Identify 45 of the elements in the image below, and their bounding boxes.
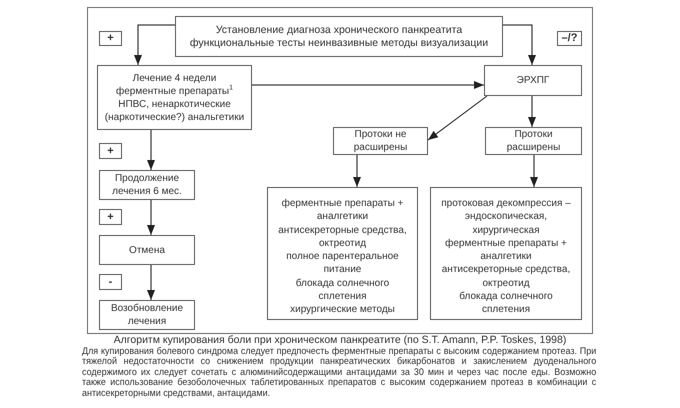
- node-text: блокада солнечного сплетения: [458, 290, 554, 317]
- node-text: ферментные препараты$^{1}$: [116, 84, 234, 98]
- sign-box: [99, 31, 122, 46]
- node-text: НПВС, ненаркотические (наркотические?) анальгетики: [104, 98, 246, 124]
- process-box: [485, 127, 582, 155]
- process-box: [97, 65, 252, 130]
- node-text: Протоки не расширены: [352, 128, 408, 154]
- sign-box: [557, 31, 582, 46]
- arrow: [147, 130, 155, 170]
- node-text: –/?: [562, 32, 578, 45]
- sign-box: [99, 143, 122, 159]
- node-text: Лечение 4 недели: [132, 72, 216, 84]
- process-box: [267, 187, 418, 320]
- node-text: Возобновление лечения: [110, 302, 184, 328]
- process-box: [99, 170, 195, 200]
- note-paragraph: Для купирования болевого синдрома следует предпочесть ферментные препараты с высоким содержанием протеаз. При тяжелой недостаточности со снижением продукции панкреатических бикарбонатов и закислением дуоденального содержимого их следует сочетать с алюминийсодержащими антацидами за 30 мин и через час после еды. Возможно также использование безоболочечных таблетированных препаратов с высоким содержанием протеаз в комбинации с антисекреторными средствами, антацидами.: [82, 347, 596, 400]
- process-box: [484, 65, 582, 96]
- arrow: [147, 264, 155, 300]
- arrow: [502, 24, 536, 66]
- node-text: +: [107, 144, 114, 158]
- node-text: -: [108, 276, 112, 288]
- node-text: хирургические методы: [290, 303, 395, 317]
- process-box: [99, 300, 195, 330]
- node-text: Продолжение лечения 6 мес.: [111, 172, 183, 198]
- node-text: функциональные тесты неинвазивные методы визуализации: [190, 36, 488, 50]
- node-text: ЭРХПГ: [516, 74, 550, 87]
- node-text: Установление диагноза хронического панкреатита: [216, 24, 462, 36]
- caption: Алгоритм купирования боли при хроническом панкреатите (по S.T. Amann, P.P. Toskes, 1998): [112, 334, 568, 346]
- arrow: [147, 200, 155, 236]
- process-box: [333, 127, 428, 155]
- arrow: [528, 96, 536, 128]
- sign-box: [99, 209, 122, 225]
- node-text: Отмена: [129, 244, 165, 256]
- arrow: [252, 81, 484, 89]
- arrow: [428, 96, 488, 140]
- node-text: Протоки расширены: [506, 128, 562, 154]
- node-text: +: [107, 32, 114, 45]
- arrow: [134, 24, 176, 66]
- process-box: [430, 187, 582, 320]
- arrow: [353, 154, 361, 188]
- sign-box: [99, 274, 122, 290]
- node-text: +: [107, 210, 114, 224]
- process-box: [175, 16, 503, 57]
- arrow: [530, 154, 538, 188]
- process-box: [99, 235, 195, 265]
